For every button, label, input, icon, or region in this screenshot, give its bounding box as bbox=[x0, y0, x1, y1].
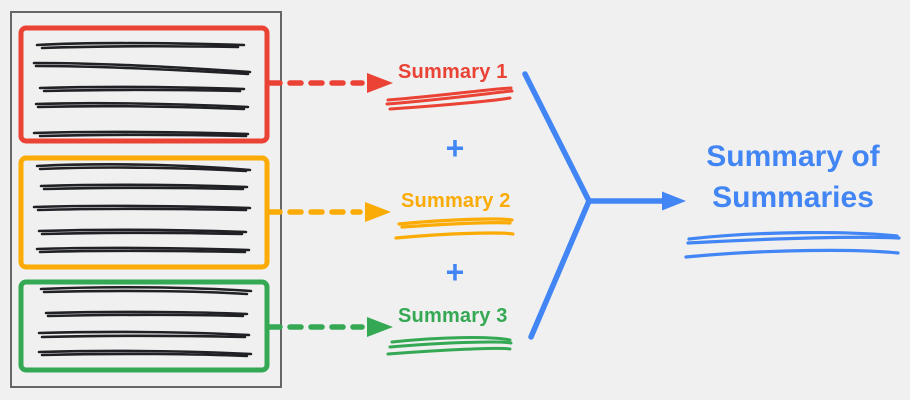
scribble-stroke bbox=[37, 349, 253, 356]
scribble-stroke bbox=[35, 163, 252, 172]
scribble-stroke bbox=[400, 221, 512, 229]
scribble-stroke bbox=[37, 330, 251, 337]
source-document-box bbox=[10, 11, 282, 388]
arrowhead-icon bbox=[367, 73, 393, 93]
summary-1-label: Summary 1 bbox=[398, 61, 508, 83]
scribble-stroke bbox=[35, 41, 246, 47]
chunk-2-text-scribbles bbox=[32, 163, 252, 254]
summary-3-label: Summary 3 bbox=[398, 305, 508, 327]
merge-bracket-lines bbox=[522, 71, 592, 340]
scribble-stroke bbox=[684, 248, 900, 259]
chunk-3-box bbox=[18, 279, 270, 373]
final-summary-title-line1: Summary of bbox=[706, 140, 880, 173]
plus-operator-1: + bbox=[445, 130, 465, 166]
summary-2-scribbles bbox=[394, 217, 515, 240]
scribble-stroke bbox=[687, 230, 899, 241]
summary-3-scribbles bbox=[386, 336, 513, 356]
chunk-1-text-scribbles bbox=[32, 41, 252, 138]
scribble-stroke bbox=[37, 228, 248, 234]
scribble-stroke bbox=[38, 166, 248, 173]
scribble-stroke bbox=[32, 61, 252, 74]
chunk-3-text-scribbles bbox=[37, 285, 253, 358]
arrow-chunk2-to-summary2 bbox=[266, 202, 391, 222]
scribble-stroke bbox=[390, 336, 512, 344]
scribble-stroke bbox=[40, 231, 244, 236]
scribble-stroke bbox=[46, 313, 245, 318]
scribble-stroke bbox=[386, 346, 512, 356]
scribble-stroke bbox=[39, 183, 249, 189]
scribble-stroke bbox=[686, 235, 901, 245]
final-summary-title: Summary of Summaries bbox=[688, 136, 898, 218]
scribble-stroke bbox=[39, 285, 253, 293]
scribble-stroke bbox=[40, 45, 240, 50]
scribble-stroke bbox=[385, 89, 514, 106]
arrow-chunk1-to-summary1 bbox=[266, 73, 393, 93]
scribble-stroke bbox=[34, 64, 250, 76]
scribble-stroke bbox=[36, 207, 248, 212]
plus-operator-2: + bbox=[445, 254, 465, 290]
final-summary-title-line2: Summaries bbox=[712, 181, 874, 214]
summary-1-scribbles bbox=[385, 86, 514, 111]
scribble-stroke bbox=[40, 352, 249, 358]
scribble-stroke bbox=[40, 334, 247, 339]
scribble-stroke bbox=[32, 204, 252, 210]
arrowhead-icon bbox=[367, 317, 393, 337]
scribble-stroke bbox=[42, 186, 245, 191]
scribble-stroke bbox=[38, 133, 248, 138]
summary-2-label: Summary 2 bbox=[401, 190, 511, 212]
scribble-stroke bbox=[38, 249, 247, 254]
final-summary-scribbles bbox=[684, 230, 901, 259]
scribble-stroke bbox=[42, 289, 249, 296]
scribble-stroke bbox=[388, 96, 512, 111]
arrowhead-icon bbox=[365, 202, 391, 222]
scribble-stroke bbox=[394, 231, 515, 240]
scribble-stroke bbox=[35, 246, 251, 252]
merge-arrow-to-final-summary bbox=[522, 71, 686, 340]
scribble-stroke bbox=[34, 101, 250, 109]
scribble-stroke bbox=[36, 104, 246, 111]
scribble-stroke bbox=[44, 310, 249, 316]
scribble-stroke bbox=[397, 217, 514, 226]
scribble-stroke bbox=[386, 86, 513, 102]
scribble-stroke bbox=[388, 340, 513, 349]
scribble-stroke bbox=[42, 88, 242, 93]
scribble-stroke bbox=[38, 85, 246, 91]
arrowhead-icon bbox=[662, 191, 686, 211]
arrow-chunk3-to-summary3 bbox=[266, 317, 393, 337]
scribble-stroke bbox=[32, 130, 250, 136]
